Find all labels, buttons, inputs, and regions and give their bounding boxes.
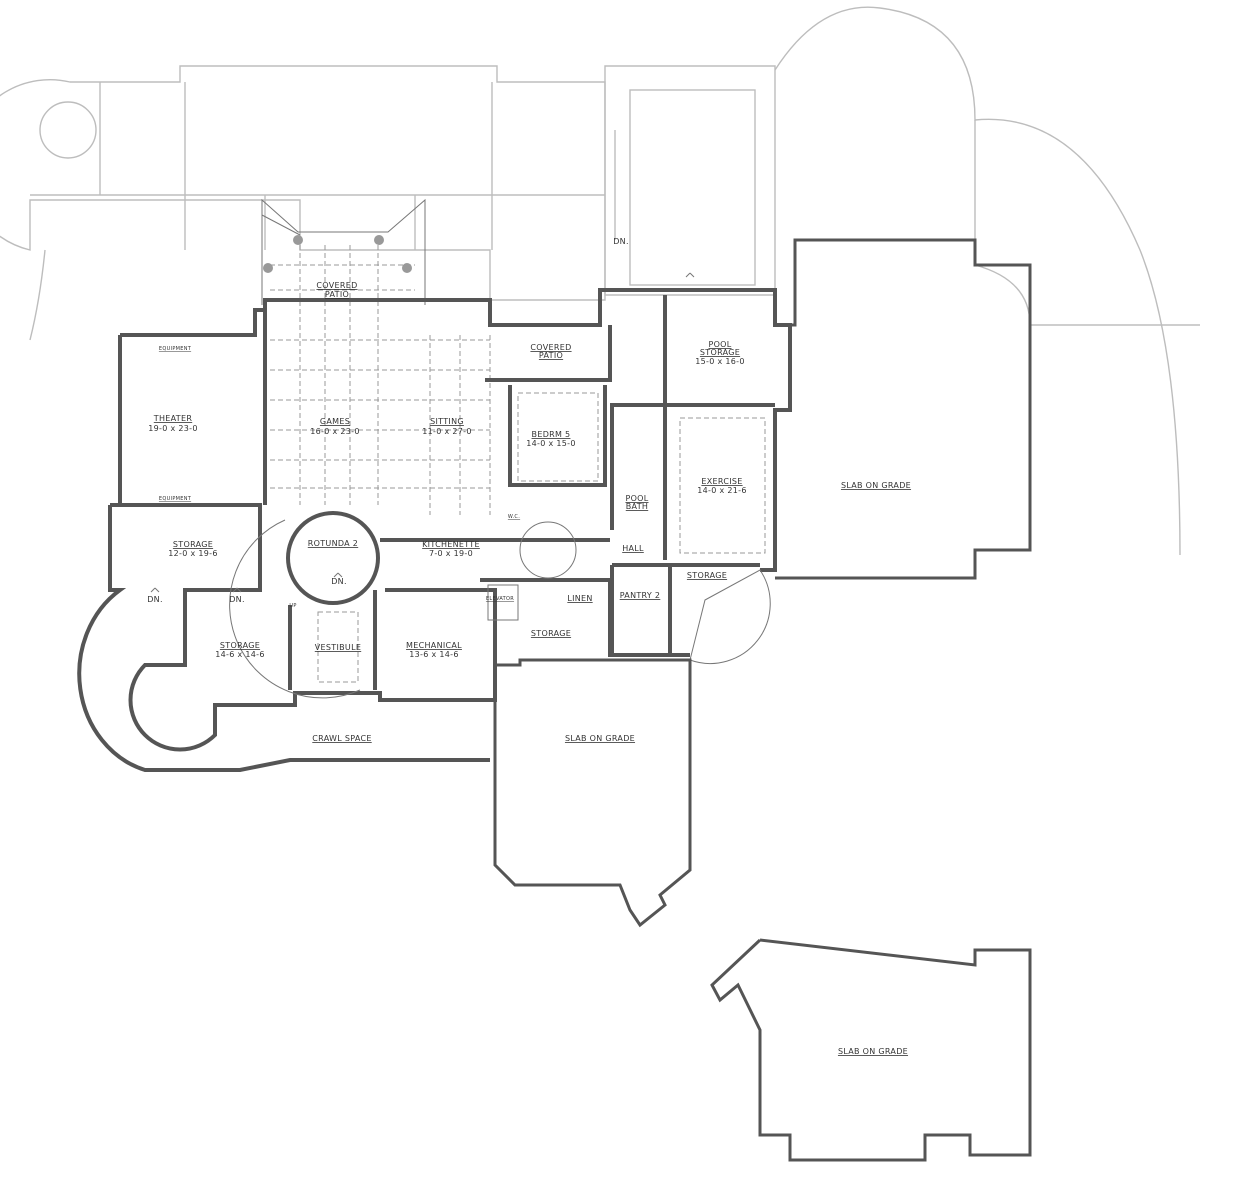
pool-bath-label-2: BATH [626, 502, 648, 511]
stair-dn-label: DN. [613, 237, 629, 246]
covered-patio-label: COVERED [316, 281, 357, 290]
covered-patio-2-label: COVERED [530, 343, 571, 352]
equipment-label: EQUIPMENT [159, 496, 192, 502]
storage-label: STORAGE [531, 629, 571, 638]
games-label: GAMES [320, 417, 350, 426]
room-labels: COVERED PATIO EQUIPMENT EQUIPMENT THEATE… [147, 237, 911, 1056]
kitchenette-label: KITCHENETTE [422, 540, 480, 549]
mechanical-size: 13-6 x 14-6 [409, 650, 458, 659]
floor-tile-grid [270, 245, 491, 515]
exterior-terrace [0, 6, 1200, 556]
bedrm5-size: 14-0 x 15-0 [526, 439, 575, 448]
stair-dn-label: DN. [331, 577, 347, 586]
column-icon [293, 235, 303, 245]
sitting-size: 11-0 x 27-0 [422, 427, 471, 436]
pantry2-label: PANTRY 2 [620, 591, 661, 600]
rotunda2-label: ROTUNDA 2 [308, 539, 358, 548]
theater-label: THEATER [153, 414, 193, 423]
stair-dn-label: DN. [229, 595, 245, 604]
walls [77, 288, 792, 772]
mechanical-label: MECHANICAL [406, 641, 462, 650]
kitchenette-size: 7-0 x 19-0 [429, 549, 473, 558]
storage-label: STORAGE [687, 571, 727, 580]
vestibule-label: VESTIBULE [315, 643, 361, 652]
hall-label: HALL [622, 544, 644, 553]
theater-size: 19-0 x 23-0 [148, 424, 197, 433]
wc-label: W.C. [508, 514, 520, 520]
slab-on-grade-label: SLAB ON GRADE [838, 1047, 908, 1056]
pool-storage-size: 15-0 x 16-0 [695, 357, 744, 366]
storage-size: 14-6 x 14-6 [215, 650, 264, 659]
equipment-label: EQUIPMENT [159, 346, 192, 352]
bedrm5-label: BEDRM 5 [532, 430, 571, 439]
pool-storage-label: POOL [708, 340, 731, 349]
exercise-size: 14-0 x 21-6 [697, 486, 746, 495]
crawl-space-label: CRAWL SPACE [312, 734, 371, 743]
slab-on-grade-label: SLAB ON GRADE [565, 734, 635, 743]
games-size: 16-0 x 23-0 [310, 427, 359, 436]
exercise-label: EXERCISE [701, 477, 742, 486]
sitting-label: SITTING [430, 417, 464, 426]
stair-dn-label: DN. [147, 595, 163, 604]
elevator-label: ELEVATOR [486, 596, 514, 602]
column-icon [374, 235, 384, 245]
stair-up-label: UP [289, 603, 296, 609]
slab-areas [493, 238, 1032, 1162]
linen-label: LINEN [567, 594, 592, 603]
pool-storage-label-2: STORAGE [700, 348, 740, 357]
pool-bath-label: POOL [625, 494, 648, 503]
storage-label: STORAGE [220, 641, 260, 650]
stair-arrows [150, 272, 695, 593]
storage-label: STORAGE [173, 540, 213, 549]
covered-patio-2-label-2: PATIO [539, 351, 563, 360]
storage-size: 12-0 x 19-6 [168, 549, 217, 558]
covered-patio-label-2: PATIO [325, 290, 349, 299]
slab-on-grade-label: SLAB ON GRADE [841, 481, 911, 490]
covered-patio-structure [261, 198, 426, 305]
